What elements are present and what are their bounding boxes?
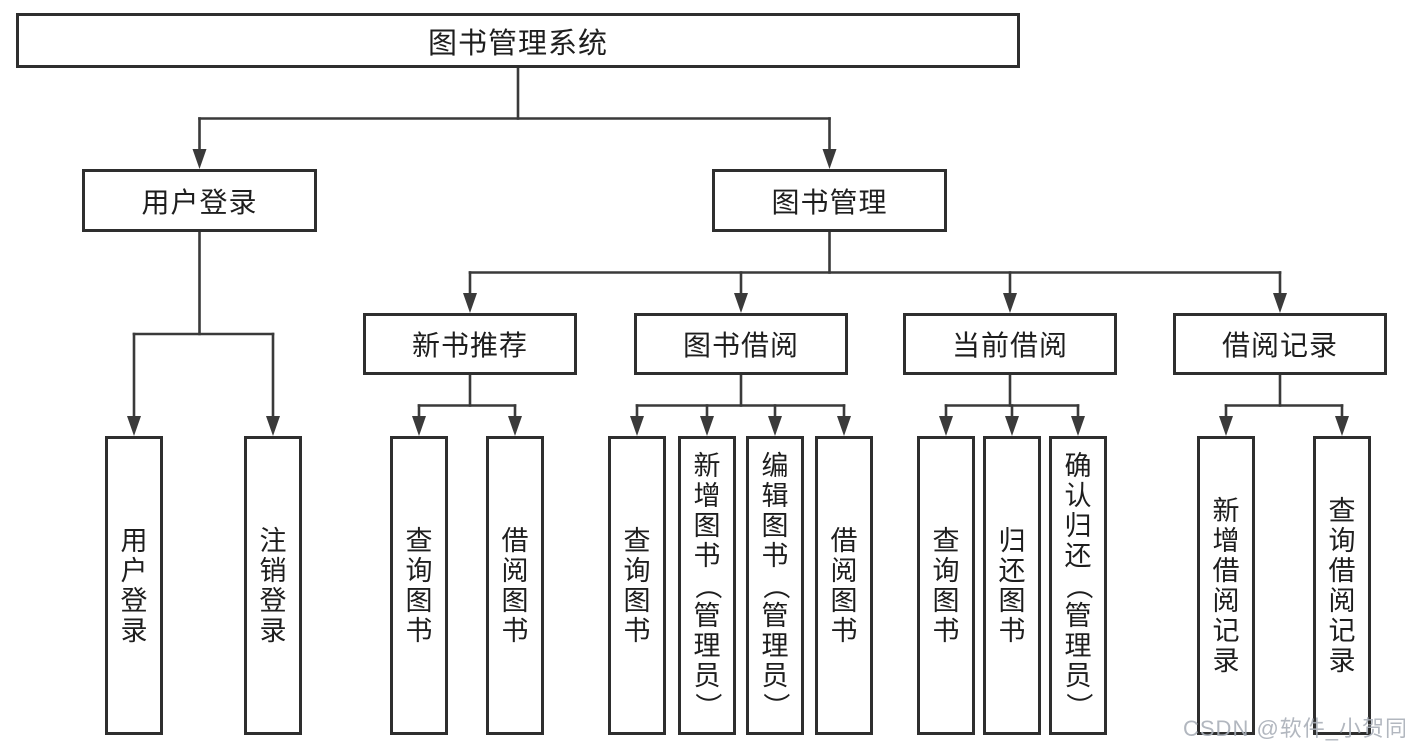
leaf-logout-label: 注销登录 [259, 525, 287, 646]
leaf-edit-books-admin: 编辑图书（管理员） [746, 436, 804, 735]
watermark: CSDN @软件_小贺同学 [1183, 716, 1405, 741]
node-current-borrowing: 当前借阅 [903, 313, 1117, 375]
leaf-user-login: 用户登录 [105, 436, 163, 735]
leaf-add-books-admin: 新增图书（管理员） [678, 436, 736, 735]
node-borrowing-records-label: 借阅记录 [1221, 330, 1338, 361]
node-current-borrowing-label: 当前借阅 [951, 330, 1068, 361]
leaf-confirm-return-admin-label: 确认归还（管理员） [1063, 450, 1093, 720]
leaf-return-books-label: 归还图书 [998, 525, 1026, 646]
node-book-borrowing: 图书借阅 [634, 313, 848, 375]
node-user-login: 用户登录 [82, 169, 317, 232]
node-new-book-recommendation-label: 新书推荐 [411, 330, 528, 361]
leaf-query-books-recommend-label: 查询图书 [405, 525, 433, 646]
leaf-confirm-return-admin: 确认归还（管理员） [1049, 436, 1107, 735]
leaf-add-books-admin-label: 新增图书（管理员） [692, 450, 722, 720]
leaf-borrow-books-recommend-label: 借阅图书 [501, 525, 529, 646]
leaf-query-borrow-record: 查询借阅记录 [1313, 436, 1371, 735]
node-library-management-system: 图书管理系统 [16, 13, 1020, 68]
leaf-add-borrow-record: 新增借阅记录 [1197, 436, 1255, 735]
leaf-edit-books-admin-label: 编辑图书（管理员） [760, 450, 790, 720]
node-book-management: 图书管理 [712, 169, 947, 232]
node-borrowing-records: 借阅记录 [1173, 313, 1387, 375]
leaf-user-login-label: 用户登录 [120, 525, 148, 646]
node-book-borrowing-label: 图书借阅 [682, 330, 799, 361]
leaf-borrow-books-recommend: 借阅图书 [486, 436, 544, 735]
leaf-query-books-current: 查询图书 [917, 436, 975, 735]
leaf-query-books-borrowing-label: 查询图书 [623, 525, 651, 646]
node-new-book-recommendation: 新书推荐 [363, 313, 577, 375]
leaf-logout: 注销登录 [244, 436, 302, 735]
leaf-return-books: 归还图书 [983, 436, 1041, 735]
node-book-management-label: 图书管理 [771, 186, 888, 218]
leaf-query-books-borrowing: 查询图书 [608, 436, 666, 735]
leaf-add-borrow-record-label: 新增借阅记录 [1212, 495, 1240, 676]
leaf-borrow-books: 借阅图书 [815, 436, 873, 735]
leaf-query-borrow-record-label: 查询借阅记录 [1328, 495, 1356, 676]
leaf-query-books-recommend: 查询图书 [390, 436, 448, 735]
leaf-borrow-books-label: 借阅图书 [830, 525, 858, 646]
leaf-query-books-current-label: 查询图书 [932, 525, 960, 646]
node-library-management-system-label: 图书管理系统 [427, 27, 608, 60]
node-user-login-label: 用户登录 [141, 186, 258, 218]
